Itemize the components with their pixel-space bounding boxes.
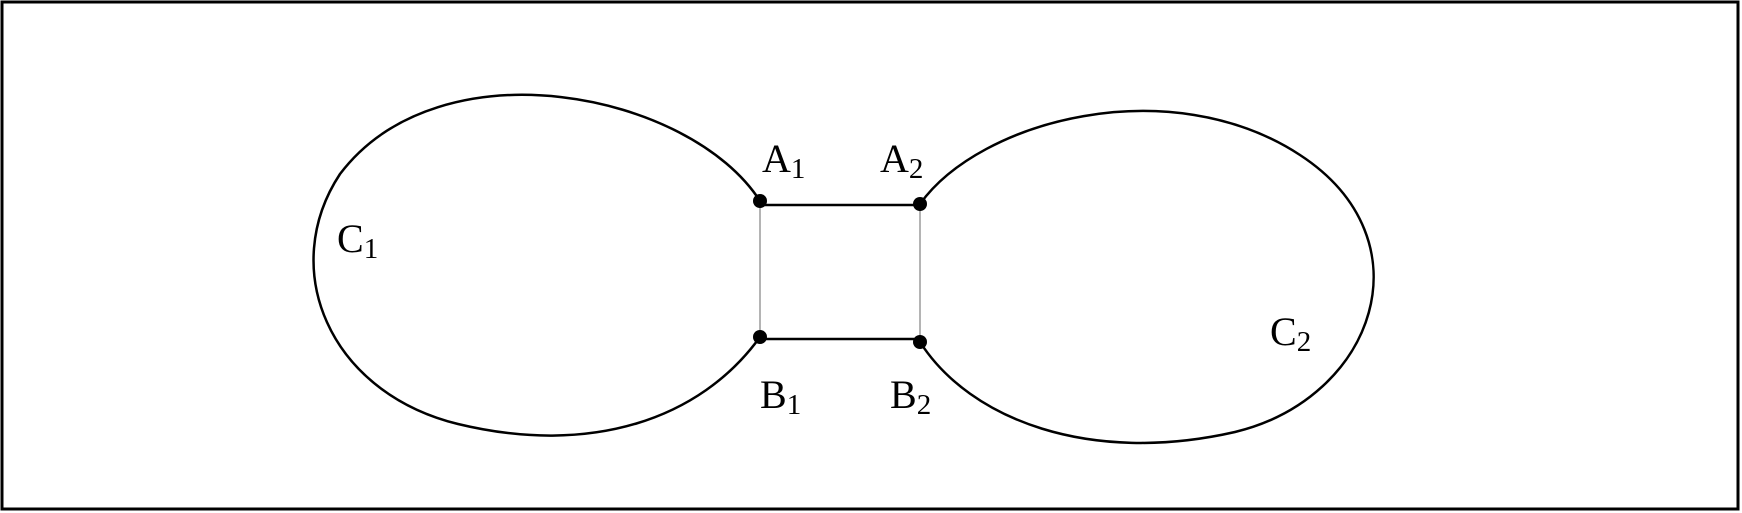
label-b1: B1 [760,372,801,421]
point-b2 [913,335,927,349]
label-a1: A1 [762,136,805,185]
point-a2 [913,197,927,211]
label-c2: C2 [1270,309,1311,358]
curve-c2 [918,109,1375,445]
label-c1: C1 [337,216,378,265]
point-b1 [753,330,767,344]
point-a1 [753,194,767,208]
curve-c1 [312,93,762,437]
label-b2: B2 [890,372,931,421]
label-a2: A2 [880,136,923,185]
